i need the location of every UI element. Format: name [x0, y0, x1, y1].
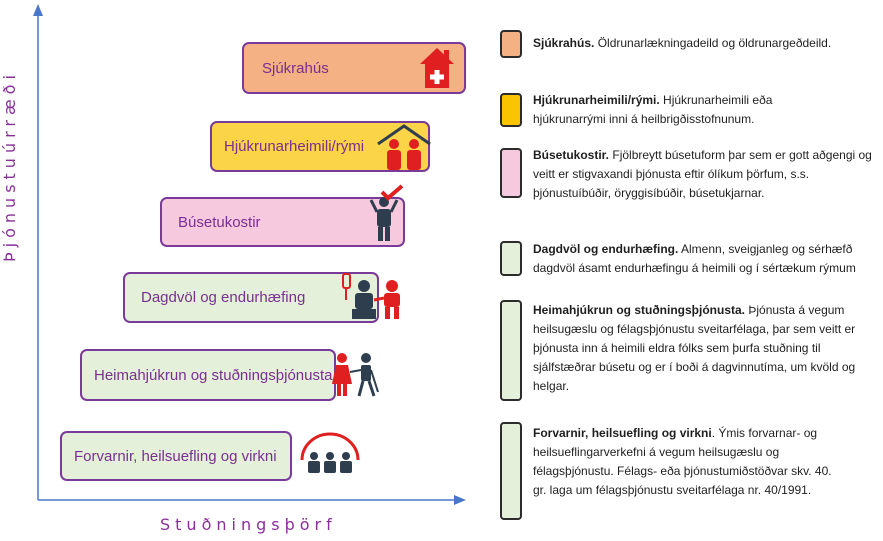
level-label: Sjúkrahús: [262, 59, 329, 77]
legend-title: Búsetukostir.: [533, 148, 610, 162]
legend-swatch-prevention: [500, 422, 522, 520]
legend-description: . Ýmis forvarnar- og heilsueflingarverke…: [533, 426, 832, 497]
level-home-care: Heimahjúkrun og stuðningsþjónusta: [80, 349, 336, 401]
legend-swatch-hospital: [500, 30, 522, 58]
hospital-icon: [420, 48, 454, 88]
level-label: Heimahjúkrun og stuðningsþjónusta: [94, 366, 333, 384]
level-housing: Búsetukostir: [160, 197, 405, 247]
legend-description: Fjölbreytt búsetuform þar sem er gott að…: [533, 148, 872, 200]
legend-swatch-nursing-home: [500, 93, 522, 127]
level-day-care: Dagdvöl og endurhæfing: [123, 272, 379, 323]
housing-checkmark-icon: [369, 184, 404, 241]
level-prevention: Forvarnir, heilsuefling og virkni: [60, 431, 292, 481]
legend-description: Almenn, sveigjanleg og sérhæfð dagdvöl á…: [533, 242, 856, 275]
y-axis-arrow: [33, 4, 43, 16]
home-care-icon: [332, 353, 379, 397]
legend-swatch-home-care: [500, 300, 522, 401]
legend-item-nursing-home: Hjúkrunarheimili/rými. Hjúkrunarheimili …: [533, 91, 813, 129]
legend-title: Forvarnir, heilsuefling og virkni: [533, 426, 712, 440]
legend-title: Sjúkrahús.: [533, 36, 595, 50]
level-label: Búsetukostir: [178, 213, 261, 231]
legend-title: Dagdvöl og endurhæfing.: [533, 242, 679, 256]
level-label: Forvarnir, heilsuefling og virkni: [74, 447, 277, 465]
level-label: Dagdvöl og endurhæfing: [141, 289, 306, 306]
nursing-home-icon: [377, 124, 431, 170]
y-axis-title: Þjónustuúrræði: [0, 70, 19, 262]
legend-swatch-housing: [500, 148, 522, 198]
legend-title: Hjúkrunarheimili/rými.: [533, 93, 660, 107]
legend-item-housing: Búsetukostir. Fjölbreytt búsetuform þar …: [533, 146, 878, 203]
level-label: Hjúkrunarheimili/rými: [224, 138, 365, 155]
legend-description: Öldrunarlækningadeild og öldrunargeðdeil…: [594, 36, 832, 50]
community-umbrella-icon: [300, 432, 360, 473]
legend-description: Hjúkrunarheimili eða hjúkrunarrými inni …: [533, 93, 773, 126]
legend-swatch-day-care: [500, 241, 522, 276]
legend-item-hospital: Sjúkrahús. Öldrunarlækningadeild og öldr…: [533, 34, 878, 53]
legend-description: Þjónusta á vegum heilsugæslu og félagsþj…: [533, 303, 856, 393]
legend-item-prevention: Forvarnir, heilsuefling og virkni. Ýmis …: [533, 424, 833, 500]
legend-item-day-care: Dagdvöl og endurhæfing. Almenn, sveigjan…: [533, 240, 878, 278]
legend-title: Heimahjúkrun og stuðningsþjónusta.: [533, 303, 746, 317]
x-axis-arrow: [454, 495, 466, 505]
legend-item-home-care: Heimahjúkrun og stuðningsþjónusta. Þjónu…: [533, 301, 863, 396]
x-axis-title: Stuðningsþörf: [160, 515, 337, 534]
rehabilitation-icon: [342, 273, 400, 319]
